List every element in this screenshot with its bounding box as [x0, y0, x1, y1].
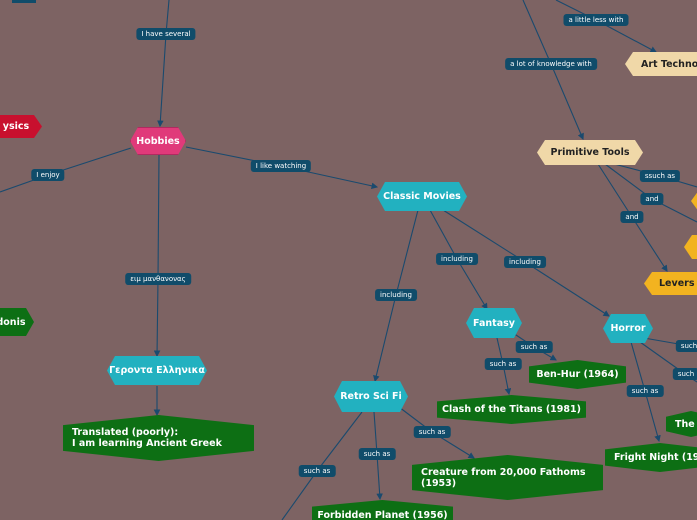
label-i-have-several: I have several [136, 28, 196, 40]
ben-hur-node[interactable]: Ben-Hur (1964) [529, 360, 626, 389]
top-left-partial-node[interactable] [12, 0, 36, 3]
horror-node[interactable]: Horror [603, 314, 653, 343]
primitive-tools-node[interactable]: Primitive Tools [537, 140, 643, 165]
label-and-2: and [620, 211, 644, 223]
label-such-as-right-2: such [672, 368, 697, 380]
machine-node-partial-1[interactable] [691, 190, 697, 212]
label-i-enjoy: I enjoy [31, 169, 65, 181]
label-such-as-clash: such as [484, 358, 522, 370]
retro-sci-fi-node[interactable]: Retro Sci Fi [334, 381, 408, 412]
label-ssuch-as: ssuch as [639, 170, 681, 182]
label-such-as-fright: such as [626, 385, 664, 397]
label-such-as-left: such as [298, 465, 336, 477]
fright-night-node[interactable]: Fright Night (198 [605, 443, 697, 472]
clash-of-the-titans-node[interactable]: Clash of the Titans (1981) [437, 395, 586, 424]
label-a-lot-of-knowledge-with: a lot of knowledge with [505, 58, 597, 70]
label-i-like-watching: I like watching [250, 160, 312, 172]
forbidden-planet-node[interactable]: Forbidden Planet (1956) [312, 500, 453, 520]
label-a-little-less-with: a little less with [563, 14, 629, 26]
label-such-as-forbidden: such as [358, 448, 396, 460]
classic-movies-node[interactable]: Classic Movies [377, 182, 467, 211]
label-such-as-ben-hur: such as [515, 341, 553, 353]
adonis-node[interactable]: donis [0, 308, 34, 336]
label-including-retro: including [375, 289, 417, 301]
physics-node[interactable]: ysics [0, 115, 42, 138]
hobbies-node[interactable]: Hobbies [130, 127, 186, 155]
levers-node[interactable]: Levers [644, 272, 697, 295]
translated-greek-node[interactable]: Translated (poorly): I am learning Ancie… [63, 415, 254, 461]
label-including-fantasy: including [436, 253, 478, 265]
label-and-1: and [640, 193, 664, 205]
fantasy-node[interactable]: Fantasy [466, 308, 522, 338]
label-such-as-right-1: such [675, 340, 697, 352]
art-technology-node[interactable]: Art Technol [625, 52, 697, 76]
label-eimai-manthanonas: ειμ μανθανονας [125, 273, 191, 285]
creature-node[interactable]: Creature from 20,000 Fathoms (1953) [412, 455, 603, 500]
label-including-horror: including [504, 256, 546, 268]
label-such-as-creature: such as [413, 426, 451, 438]
greek-learning-node[interactable]: Γεροντα Ελληνικα [107, 356, 207, 385]
